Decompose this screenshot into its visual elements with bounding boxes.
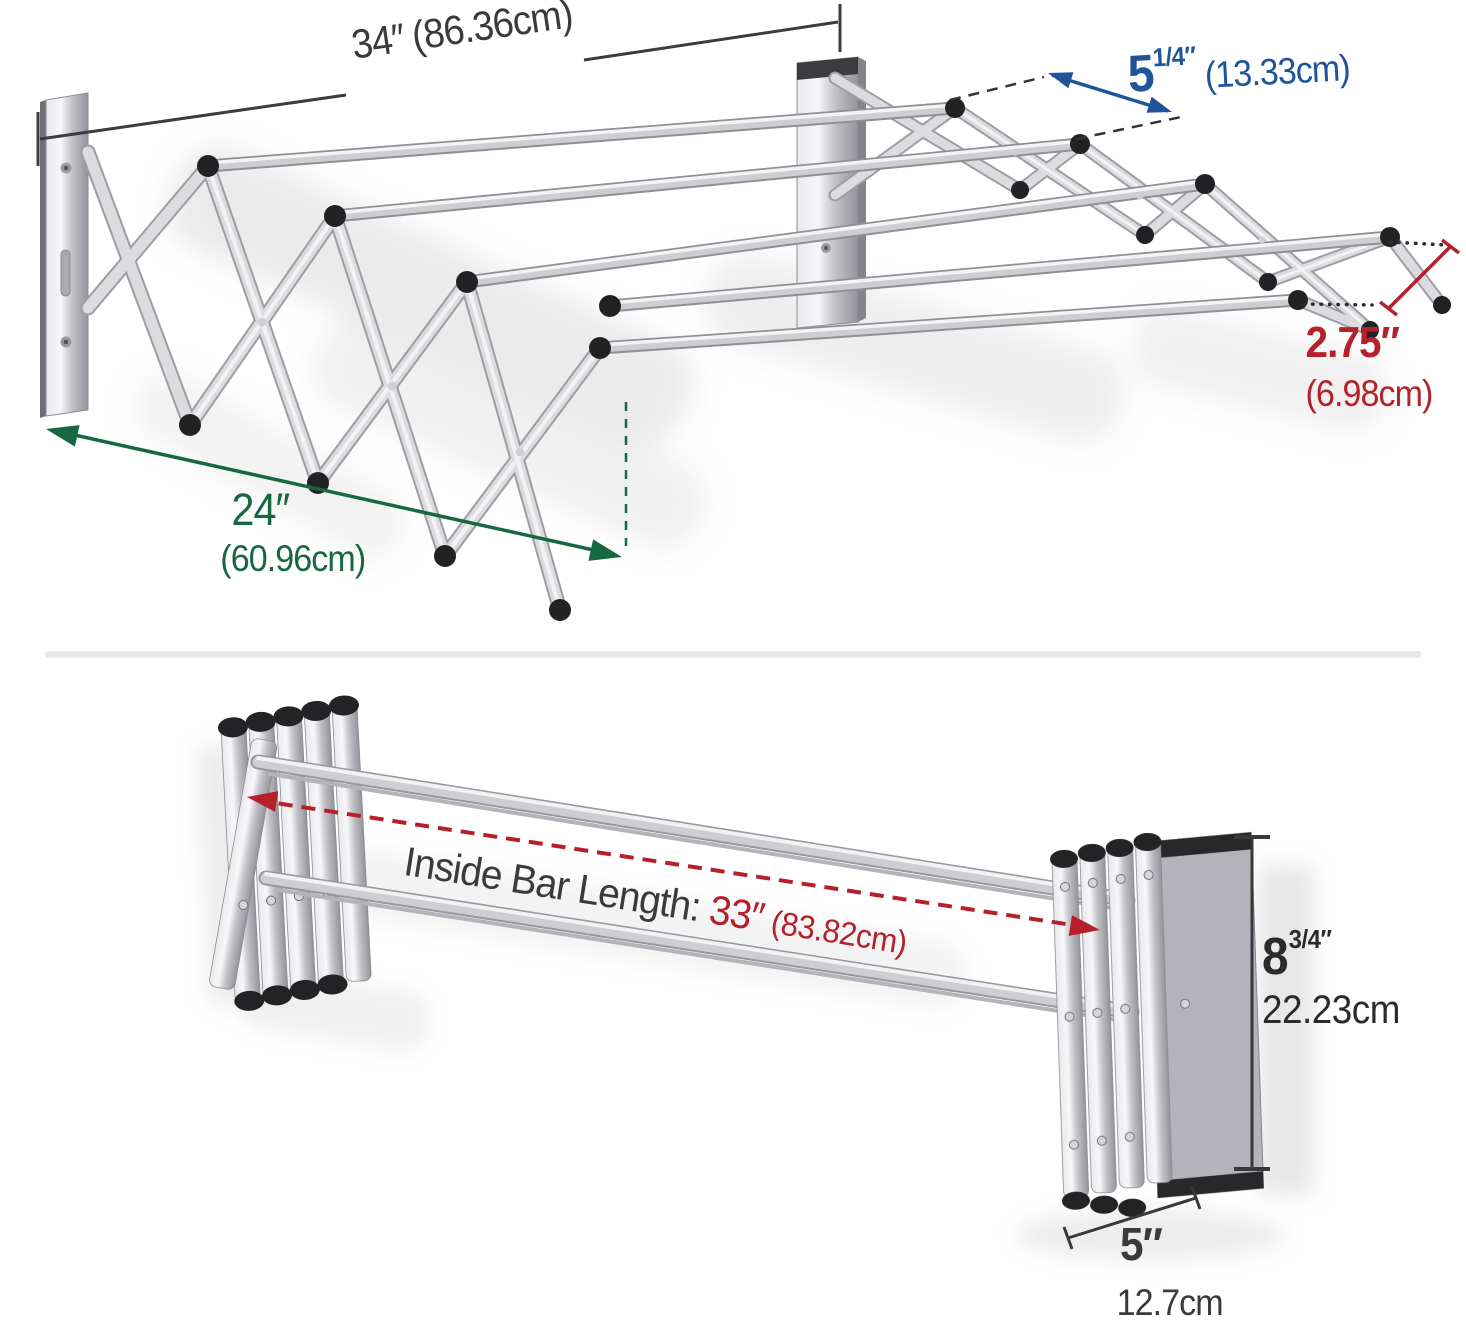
width-value: 34″ — [348, 14, 408, 68]
end-height-dimension-label: 2.75″ (6.98cm) — [1305, 318, 1434, 415]
height-metric: 22.23cm — [1262, 987, 1400, 1032]
depth-dimension-arrow — [46, 402, 628, 561]
height-dimension-line — [1234, 835, 1270, 1171]
depth-value: 5″ — [1120, 1218, 1163, 1270]
depth-metric-label: 12.7cm — [1116, 1282, 1224, 1323]
extended-rack-figure — [36, 4, 1461, 621]
end-height-value: 2.75″ — [1305, 318, 1401, 367]
spacing-dimension-arrow — [949, 72, 1187, 141]
extension-depth-metric: (60.96cm) — [220, 538, 366, 580]
drying-bars — [201, 101, 1397, 355]
inside-bar-length-value: 33″ — [706, 886, 768, 941]
end-height-metric: (6.98cm) — [1305, 373, 1434, 415]
inside-bar-arrow — [247, 791, 1100, 936]
width-dimension-line — [36, 4, 842, 166]
collapsed-rack-figure — [196, 695, 1314, 1261]
folded-stack-right — [1049, 831, 1265, 1217]
scissor-arms-right — [828, 71, 1449, 337]
height-value: 8 — [1262, 928, 1289, 986]
pivot-caps — [179, 98, 1451, 621]
depth-dimension-label: 5″ — [1100, 1218, 1183, 1270]
left-wall-bracket — [40, 92, 89, 418]
folded-stack-left — [209, 695, 372, 1011]
depth-dimension-line-bottom — [1062, 1186, 1202, 1250]
height-dimension-label: 83/4″ 22.23cm — [1262, 924, 1400, 1032]
drop-dimension-line — [1302, 238, 1461, 317]
spacing-metric: (13.33cm) — [1203, 47, 1351, 96]
extension-depth-dimension-label: 24″ (60.96cm) — [220, 484, 366, 580]
spacing-fraction: 1/4″ — [1151, 40, 1197, 73]
collapsed-bars — [250, 754, 1140, 1024]
extension-depth-value: 24″ — [231, 484, 290, 535]
height-fraction: 3/4″ — [1288, 924, 1332, 954]
spacing-value: 5 — [1126, 44, 1156, 104]
section-divider — [45, 651, 1421, 658]
bar-spacing-dimension-label: 51/4″(13.33cm) — [1126, 34, 1351, 104]
